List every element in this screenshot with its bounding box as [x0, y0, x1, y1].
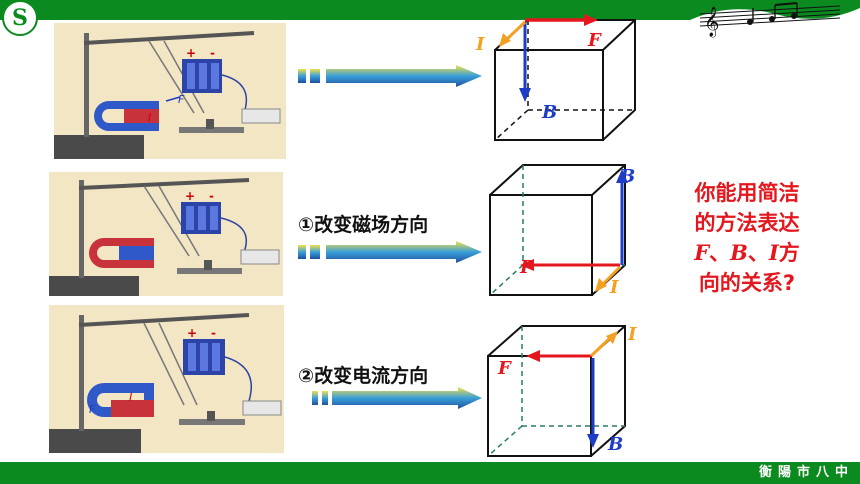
- photo-force-label: F: [178, 93, 185, 106]
- vector-b-label: B: [619, 166, 635, 187]
- transition-arrow-2: [298, 241, 482, 263]
- vector-cube-3: F I B: [487, 324, 637, 457]
- vector-f-label: F: [497, 358, 512, 379]
- question-text: 你能用简洁 的方法表达 F、B、I方 向的关系?: [672, 178, 822, 298]
- apparatus-photo-1: + - F I: [54, 23, 286, 159]
- question-line-4: 向的关系?: [698, 271, 796, 295]
- vector-f-label: F: [519, 257, 534, 278]
- photo-current-label: I: [148, 111, 151, 124]
- svg-text:𝄞: 𝄞: [704, 6, 719, 38]
- photo-force-label: F: [89, 403, 96, 416]
- minus-sign: -: [209, 189, 214, 203]
- change-field-label: ①改变磁场方向: [298, 214, 429, 236]
- school-name: 衡陽市八中: [758, 465, 854, 480]
- apparatus-photo-2: + -: [49, 172, 283, 296]
- plus-sign: +: [185, 189, 195, 203]
- change-current-label: ②改变电流方向: [298, 365, 429, 387]
- vector-f-label: F: [587, 30, 602, 51]
- question-line-1: 你能用简洁: [694, 181, 800, 205]
- bottom-bar: [0, 462, 860, 484]
- question-b: B: [730, 240, 748, 265]
- vector-b-label: B: [541, 102, 557, 123]
- transition-arrow-3: [312, 387, 482, 409]
- question-fang: 方: [778, 241, 800, 265]
- question-i: I: [768, 240, 779, 265]
- school-logo: S: [2, 0, 38, 36]
- transition-arrow-1: [298, 65, 482, 87]
- top-bar: [0, 0, 860, 20]
- plus-sign: +: [187, 326, 197, 340]
- question-sep-2: 、: [747, 241, 769, 265]
- apparatus-photo-3: + - F I: [49, 305, 284, 453]
- plus-sign: +: [186, 46, 196, 60]
- minus-sign: -: [211, 326, 216, 340]
- vector-i-label: I: [627, 324, 637, 345]
- photo-current-label: I: [129, 391, 132, 404]
- question-f: F: [694, 240, 710, 265]
- minus-sign: -: [210, 46, 215, 60]
- vector-b-label: B: [607, 434, 623, 455]
- vector-cube-1: I F B: [475, 14, 636, 141]
- question-sep-1: 、: [709, 241, 731, 265]
- question-line-3: F、B、I方: [672, 238, 822, 268]
- logo-letter: S: [12, 5, 28, 31]
- music-notes-decoration: 𝄞: [690, 2, 860, 38]
- question-line-2: 的方法表达: [694, 211, 800, 235]
- vector-i-label: I: [609, 277, 619, 298]
- vector-cube-2: B F I: [489, 164, 635, 298]
- vector-i-label: I: [475, 34, 485, 55]
